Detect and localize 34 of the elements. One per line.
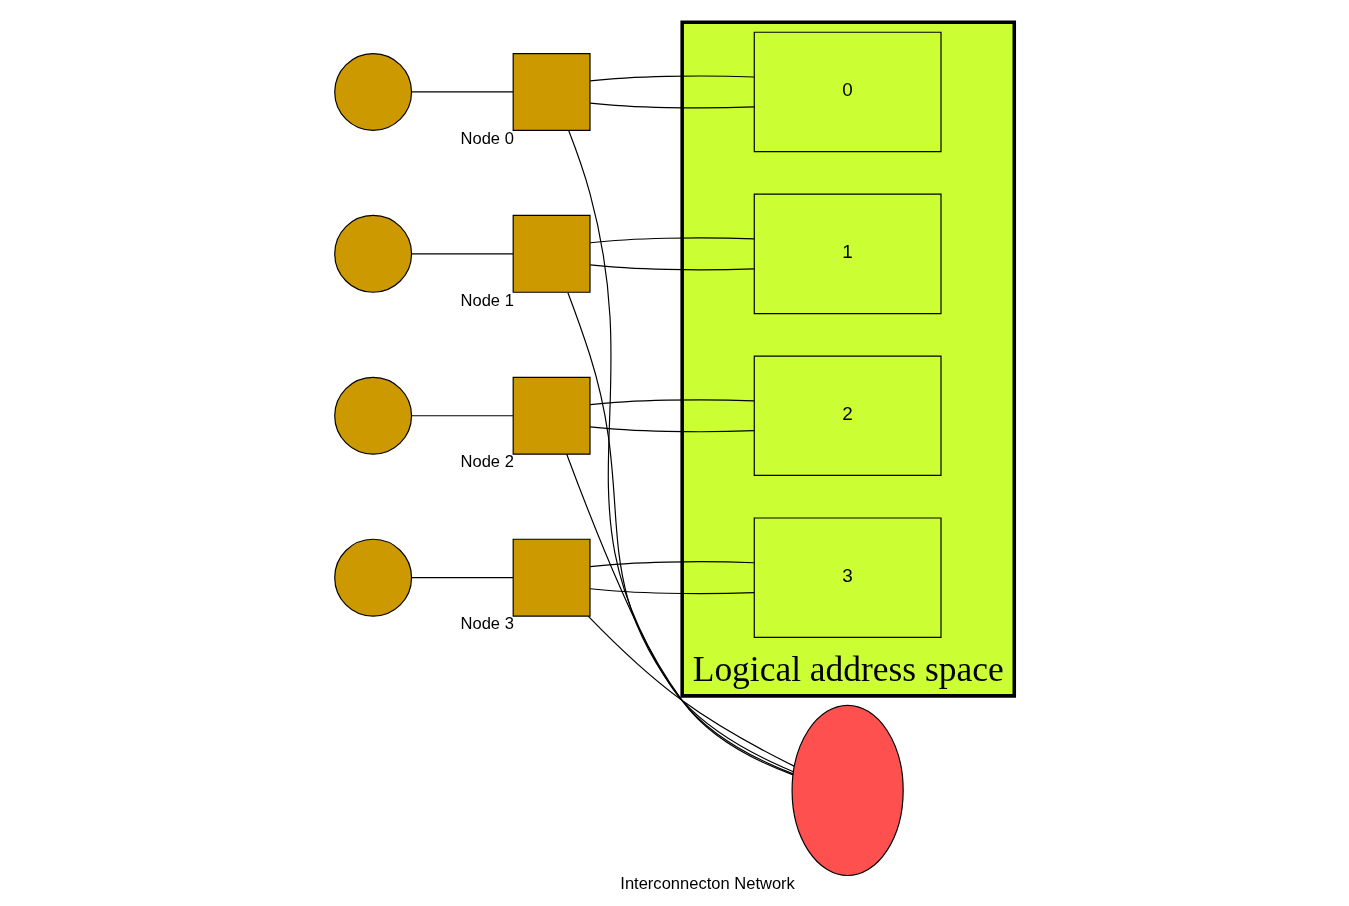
node-circle xyxy=(334,214,413,293)
connector xyxy=(589,102,755,109)
node-label: Interconnecton Network xyxy=(620,873,795,893)
connector xyxy=(589,588,755,595)
node-label: Node 0 xyxy=(460,128,514,148)
connector xyxy=(411,91,514,93)
node-label: Node 3 xyxy=(460,614,514,634)
node-box: 2 xyxy=(753,355,942,477)
node-ellipse xyxy=(791,704,904,877)
connector xyxy=(589,399,755,406)
connector xyxy=(589,426,755,433)
node-box xyxy=(512,376,591,455)
connector xyxy=(589,75,755,82)
node-circle xyxy=(334,52,413,131)
node-box xyxy=(512,52,591,131)
connector xyxy=(411,577,514,579)
node-circle xyxy=(334,376,413,455)
node-box xyxy=(512,214,591,293)
node-box: 1 xyxy=(753,193,942,315)
connector xyxy=(566,453,794,773)
connector xyxy=(568,129,794,776)
node-box xyxy=(512,538,591,617)
node-box: 0 xyxy=(753,31,942,153)
connector xyxy=(589,561,755,568)
node-label: Node 1 xyxy=(460,290,514,310)
connector xyxy=(589,237,755,244)
connector xyxy=(567,292,794,775)
connector xyxy=(587,615,795,767)
connector xyxy=(411,415,514,417)
node-circle xyxy=(334,538,413,617)
connector xyxy=(411,253,514,255)
node-box: 3 xyxy=(753,517,942,638)
connector xyxy=(589,264,755,271)
node-label: Node 2 xyxy=(460,452,514,472)
